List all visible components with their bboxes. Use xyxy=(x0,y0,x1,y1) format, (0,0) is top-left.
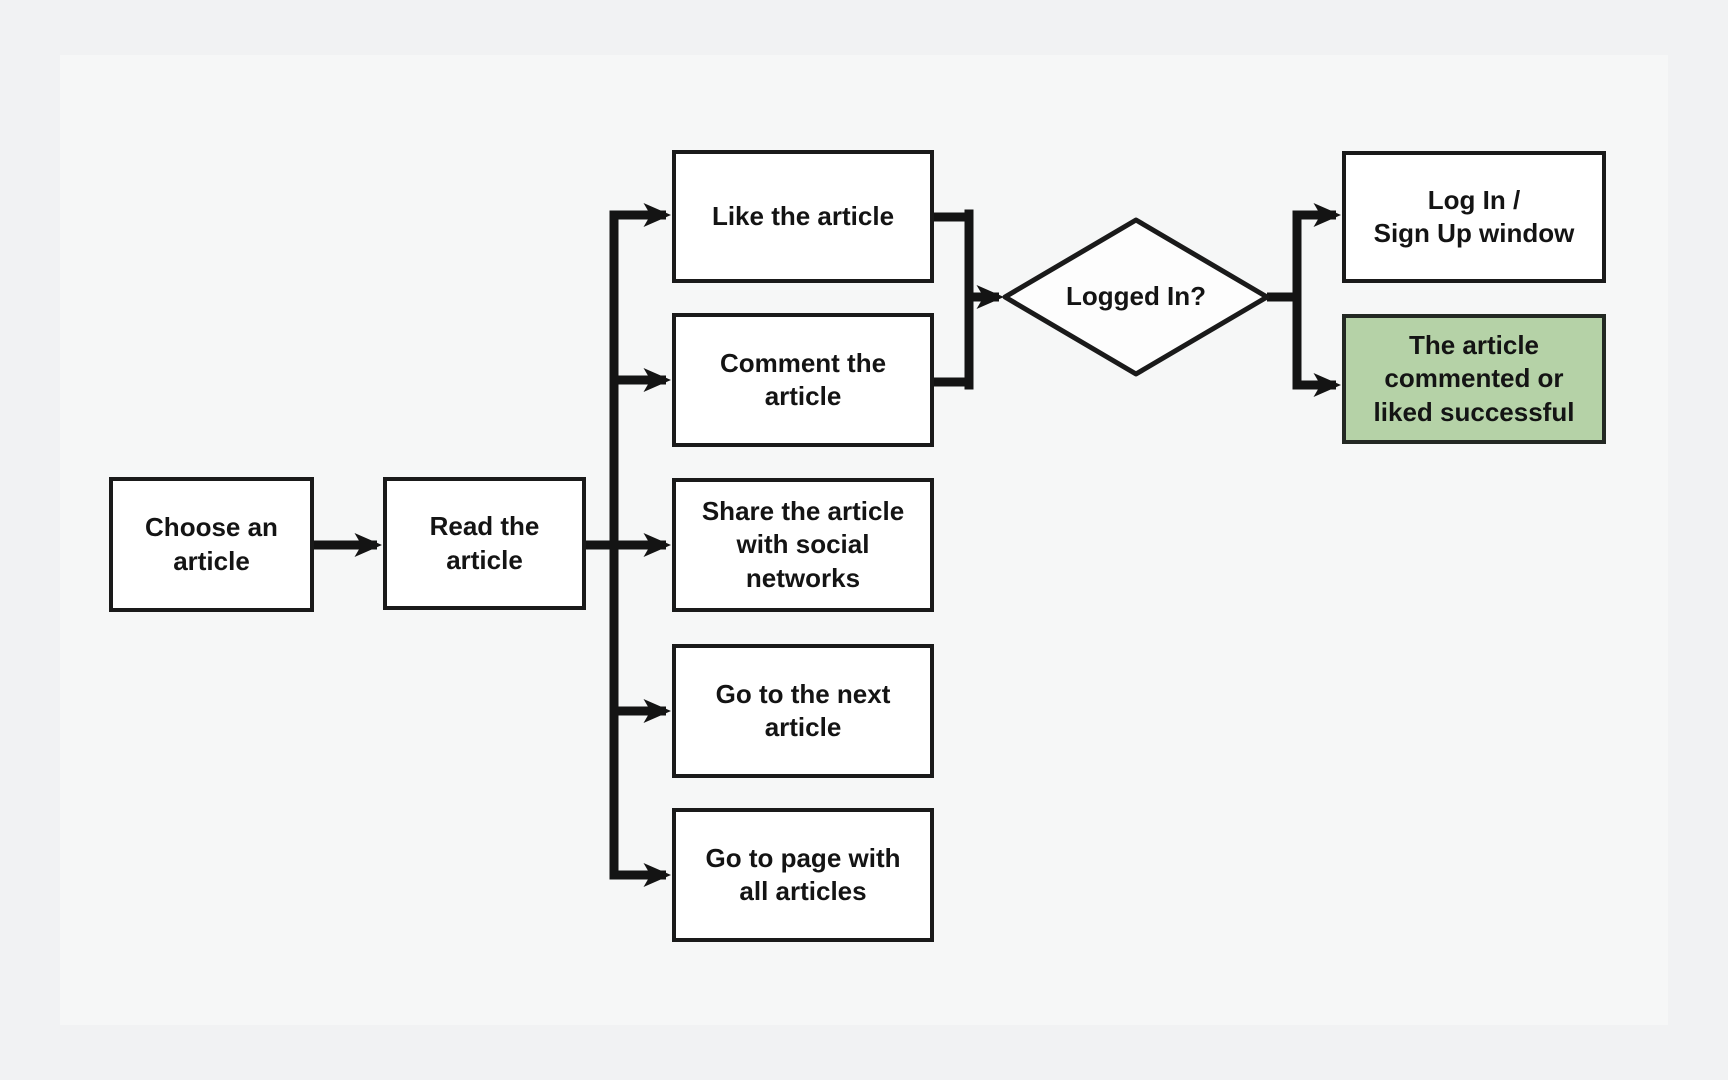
node-success-result: The article commented or liked successfu… xyxy=(1342,314,1606,444)
node-all-articles: Go to page with all articles xyxy=(672,808,934,942)
node-choose-article: Choose an article xyxy=(109,477,314,612)
node-share-article-label: Share the article with social networks xyxy=(701,496,905,593)
node-choose-article-label: Choose an article xyxy=(145,512,278,576)
node-comment-article-label: Comment the article xyxy=(719,347,887,411)
node-read-article: Read the article xyxy=(383,477,586,610)
node-next-article: Go to the next article xyxy=(672,644,934,778)
node-like-article: Like the article xyxy=(672,150,934,283)
decision-diamond-shape xyxy=(1002,217,1270,377)
node-logged-in-decision-label: Logged In? xyxy=(1065,281,1207,312)
node-all-articles-label: Go to page with all articles xyxy=(705,842,901,906)
node-next-article-label: Go to the next article xyxy=(715,678,891,742)
node-login-signup-window-label: Log In / Sign Up window xyxy=(1373,184,1575,248)
node-read-article-label: Read the article xyxy=(429,511,540,575)
node-logged-in-decision: Logged In? xyxy=(1005,220,1267,374)
node-share-article: Share the article with social networks xyxy=(672,478,934,612)
node-comment-article: Comment the article xyxy=(672,313,934,447)
node-like-article-label: Like the article xyxy=(711,200,895,231)
node-login-signup-window: Log In / Sign Up window xyxy=(1342,151,1606,283)
node-success-result-label: The article commented or liked successfu… xyxy=(1373,330,1575,427)
